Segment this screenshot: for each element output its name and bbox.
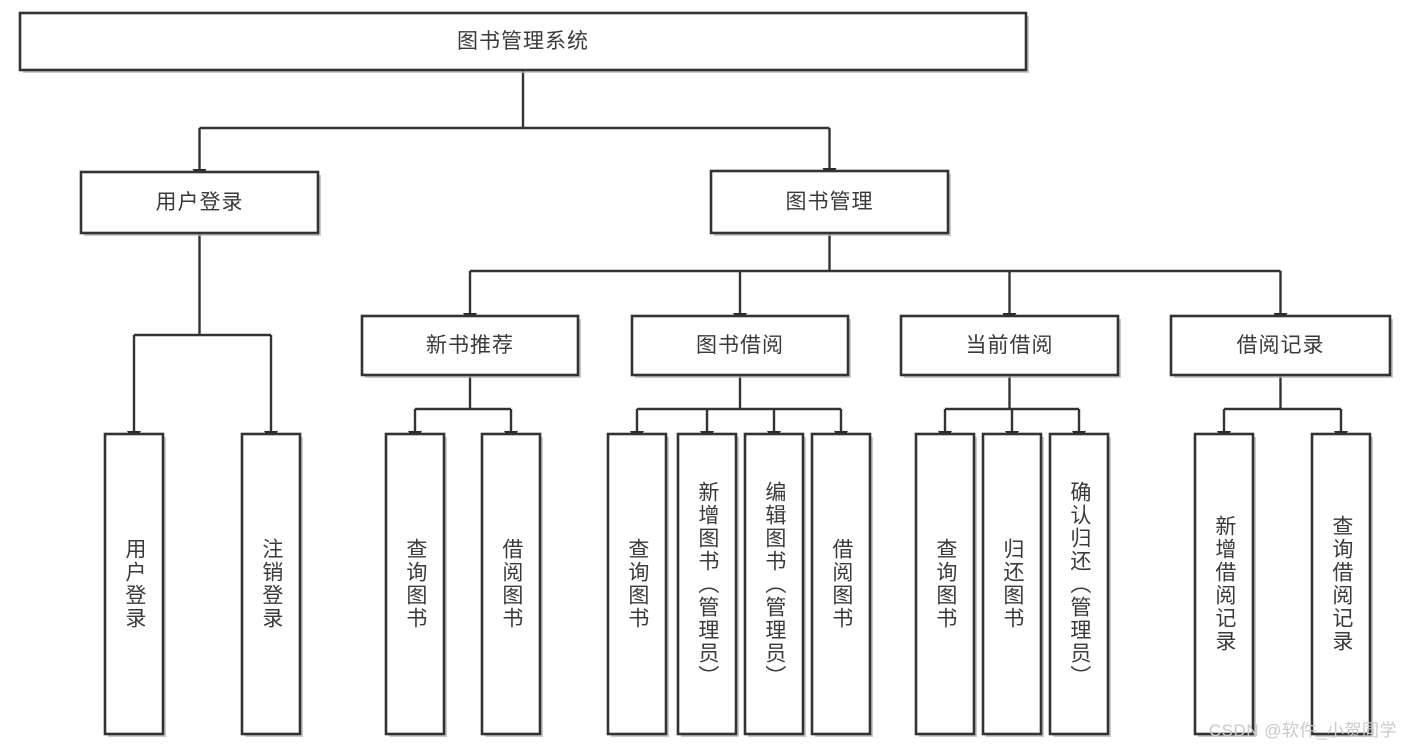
root-node-box[interactable]: [18, 11, 1028, 72]
leaf-node-box-7[interactable]: [810, 432, 872, 736]
connector-lines: [127, 70, 1348, 442]
leaf-node-box-4[interactable]: [606, 432, 668, 736]
level3-node-box-1[interactable]: [630, 314, 850, 377]
watermark-text: CSDN @软件_小贺同学: [1208, 721, 1397, 740]
level3-node-label-3: 借阅记录: [1237, 334, 1325, 357]
leaf-node-box-9[interactable]: [981, 432, 1043, 736]
leaf-node-box-10[interactable]: [1048, 432, 1110, 736]
leaf-node-box-1[interactable]: [240, 432, 302, 736]
level3-node-label-2: 当前借阅: [966, 334, 1054, 357]
level3-node-box-0[interactable]: [360, 314, 580, 377]
leaf-node-box-6[interactable]: [743, 432, 805, 736]
leaf-node-box-0[interactable]: [103, 432, 165, 736]
level2-node-label-0: 用户登录: [156, 191, 244, 214]
leaf-node-box-8[interactable]: [914, 432, 976, 736]
leaf-node-box-11[interactable]: [1193, 432, 1255, 736]
level2-node-label-1: 图书管理: [786, 191, 874, 214]
level2-node-box-1[interactable]: [709, 169, 950, 235]
level2-node-box-0[interactable]: [79, 170, 320, 235]
leaf-node-box-5[interactable]: [676, 432, 738, 736]
leaf-node-box-2[interactable]: [384, 432, 446, 736]
level3-node-label-1: 图书借阅: [696, 334, 784, 357]
root-node-label: 图书管理系统: [457, 30, 589, 53]
leaf-node-box-12[interactable]: [1310, 432, 1372, 736]
level3-node-label-0: 新书推荐: [426, 334, 514, 357]
level3-node-box-2[interactable]: [899, 314, 1120, 377]
level3-node-box-3[interactable]: [1169, 314, 1392, 377]
leaf-node-box-3[interactable]: [480, 432, 542, 736]
node-boxes: [18, 11, 1393, 737]
